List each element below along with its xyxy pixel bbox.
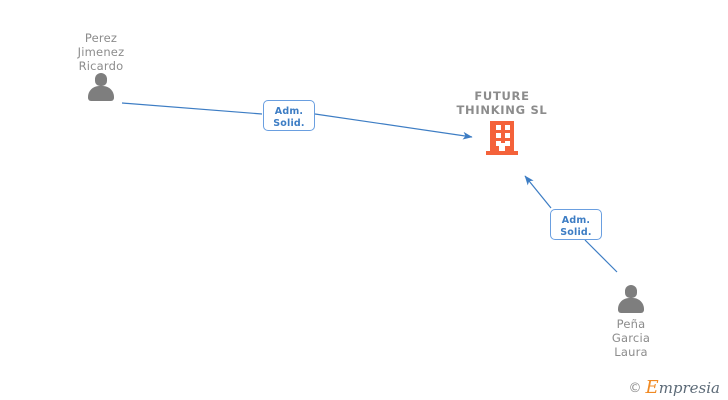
relation-label-adm-solid-1[interactable]: Adm. Solid. [263,100,315,131]
brand-rest: mpresia [658,379,720,397]
edge-label2-to-company [524,175,552,209]
building-window [505,133,510,138]
person-node-pena-garcia-laura[interactable]: Peña Garcia Laura [571,285,691,359]
building-door [499,143,505,151]
edge-person1-to-label [121,102,263,115]
person-name-label: Peña Garcia Laura [611,317,651,359]
building-window [496,125,501,130]
relation-label-adm-solid-2[interactable]: Adm. Solid. [550,209,602,240]
copyright-icon: © [628,380,642,396]
empresia-watermark: © Empresia [628,377,720,398]
edge-person2-to-label [584,239,618,273]
brand-initial: E [645,377,659,398]
person-icon [84,73,118,101]
person-body-shape [618,298,644,313]
building-window [505,141,510,146]
person-name-label: Perez Jimenez Ricardo [77,31,125,73]
building-window [496,141,501,146]
person-head-shape [625,285,637,298]
person-icon [614,285,648,313]
building-window [505,125,510,130]
person-head-shape [95,73,107,86]
building-window [496,133,501,138]
company-node-future-thinking-sl[interactable]: FUTURE THINKING SL [412,89,592,155]
person-body-shape [88,86,114,101]
building-icon [486,121,518,155]
person-node-perez-jimenez-ricardo[interactable]: Perez Jimenez Ricardo [41,31,161,101]
brand-logo-text: Empresia [645,377,720,398]
edge-label-to-company [314,113,473,140]
company-name-label: FUTURE THINKING SL [456,89,548,117]
building-base-shape [486,151,518,155]
